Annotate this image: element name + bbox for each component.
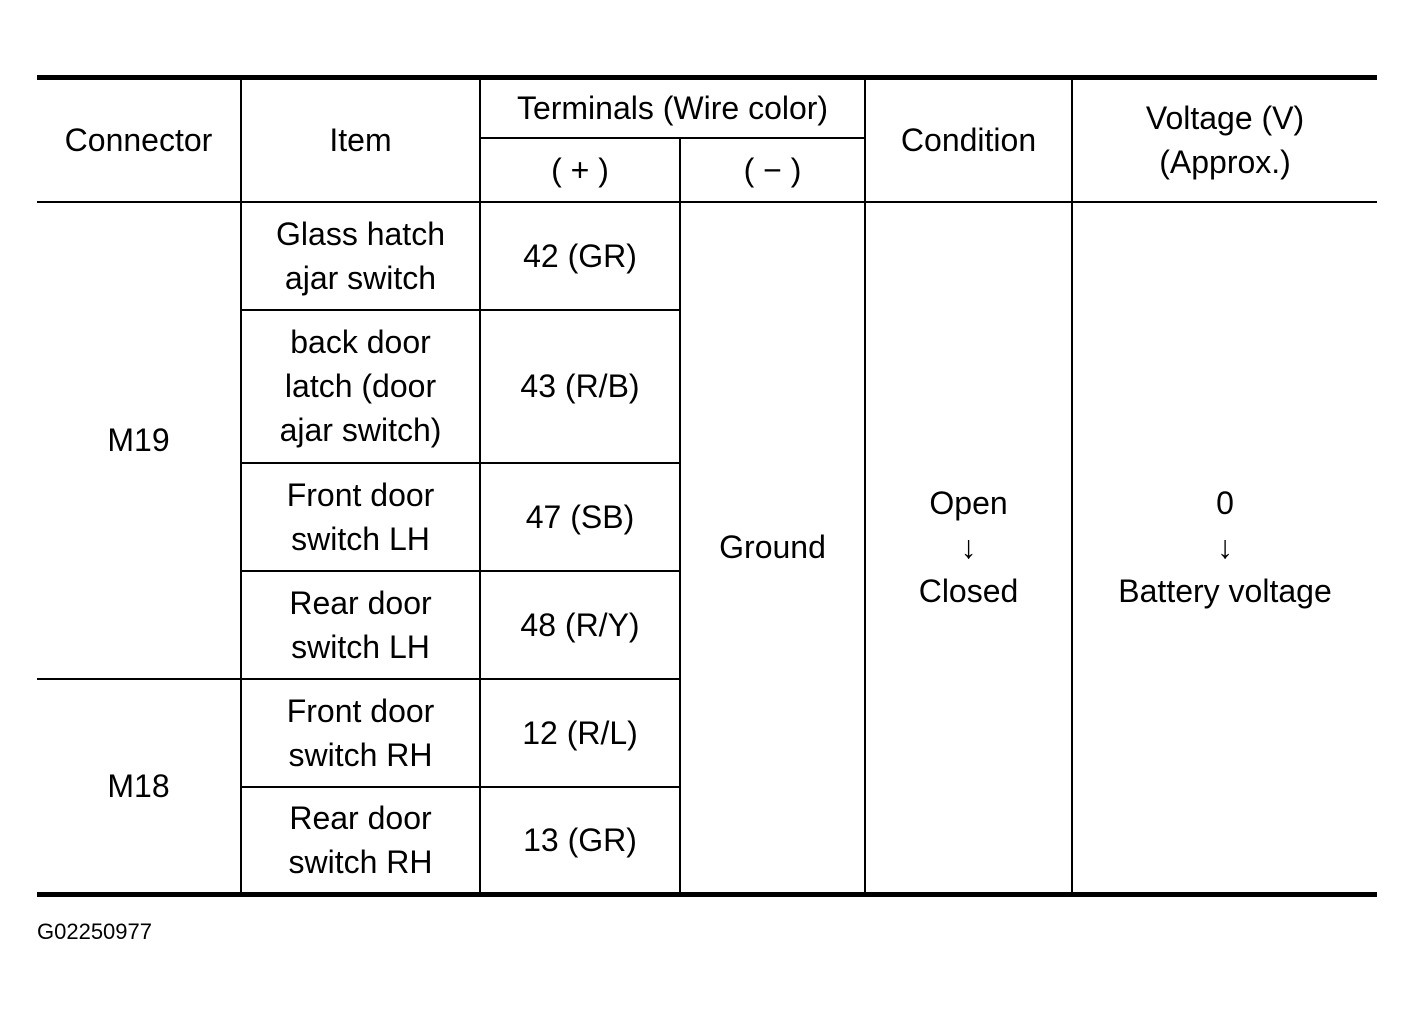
table-row: Rear door switch RH 13 (GR) (37, 785, 1377, 895)
table-row: M19 Glass hatch ajar switch 42 (GR) Grou… (37, 200, 1378, 895)
figure-code: G02250977 (37, 919, 152, 944)
positive-terminal-cell: 48 (R/Y) (479, 569, 681, 680)
condition-from: Open (929, 485, 1008, 522)
table-row: back door latch (door ajar switch) 43 (R… (37, 308, 1377, 464)
item-cell: Front door switch RH (240, 677, 481, 788)
positive-terminal-cell: 43 (R/B) (479, 308, 681, 464)
header-negative-terminal: ( − ) (678, 136, 867, 203)
item-cell: back door latch (door ajar switch) (241, 308, 481, 464)
voltage-to: Battery voltage (1118, 573, 1332, 610)
condition-cell: Open ↓ Closed (864, 200, 1074, 895)
header-terminals: Terminals (Wire color) (478, 77, 867, 139)
connector-m19: M19 (37, 200, 242, 680)
header-item: Item (240, 77, 481, 203)
connector-m18: M18 (37, 677, 242, 895)
positive-terminal-cell: 47 (SB) (479, 461, 681, 572)
down-arrow-icon: ↓ (960, 529, 977, 566)
item-cell: Rear door switch RH (241, 785, 481, 895)
table-row: Front door switch LH 47 (SB) (37, 461, 1377, 572)
header-voltage: Voltage (V) (Approx.) (1071, 77, 1378, 203)
voltage-from: 0 (1216, 485, 1234, 522)
positive-terminal-cell: 42 (GR) (479, 200, 681, 311)
terminal-voltage-table: Connector Item Terminals (Wire color) Co… (37, 75, 1378, 897)
positive-terminal-cell: 13 (GR) (479, 785, 681, 895)
header-connector: Connector (37, 77, 242, 203)
table-row: Rear door switch LH 48 (R/Y) (37, 569, 1377, 680)
negative-terminal-ground: Ground (678, 200, 867, 895)
condition-to: Closed (918, 573, 1019, 610)
header-positive-terminal: ( + ) (480, 136, 681, 203)
voltage-cell: 0 ↓ Battery voltage (1071, 200, 1378, 895)
header-condition: Condition (864, 77, 1074, 203)
down-arrow-icon: ↓ (1217, 529, 1234, 566)
item-cell: Rear door switch LH (241, 569, 481, 680)
item-cell: Glass hatch ajar switch (240, 200, 481, 311)
positive-terminal-cell: 12 (R/L) (479, 677, 681, 788)
item-cell: Front door switch LH (241, 461, 481, 572)
table-row: M18 Front door switch RH 12 (R/L) (37, 677, 1377, 895)
